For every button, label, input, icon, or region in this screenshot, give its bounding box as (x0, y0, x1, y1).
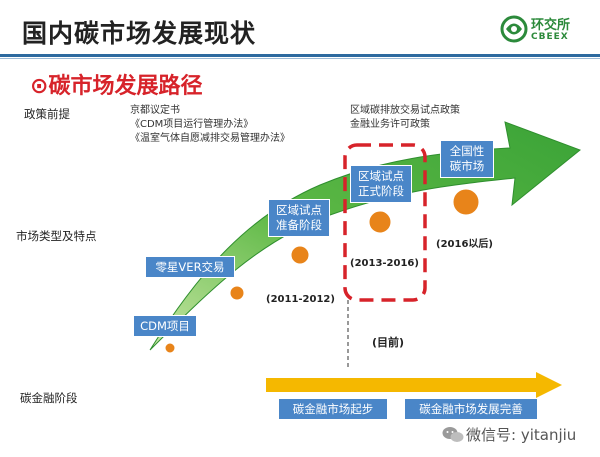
brand-name-en: CBEEX (531, 32, 569, 42)
policy-note-left: 京都议定书 《CDM项目运行管理办法》 《温室气体自愿减排交易管理办法》 (130, 104, 290, 146)
subtitle-text: 碳市场发展路径 (48, 74, 203, 99)
policy-note-line: 《温室气体自愿减排交易管理办法》 (130, 133, 290, 144)
stage-dot-ver (229, 285, 245, 301)
current-stage-frame (343, 143, 427, 302)
stage-dot-pilot-prep (290, 245, 310, 265)
stage-dot-national (452, 188, 480, 216)
policy-note-line: 金融业务许可政策 (350, 119, 430, 130)
row-label-finance: 碳金融阶段 (20, 391, 78, 405)
current-indicator-line (347, 300, 349, 370)
stage-period-national: (2016以后) (436, 239, 493, 250)
cbeex-logo-icon (500, 15, 528, 43)
stage-dot-cdm (164, 342, 176, 354)
policy-note-right: 区域碳排放交易试点政策 金融业务许可政策 (350, 104, 460, 132)
row-label-market: 市场类型及特点 (16, 229, 97, 243)
stage-period-pilot-prep: (2011-2012) (266, 294, 335, 305)
subtitle-bullet-icon: ⊙ (30, 74, 49, 99)
section-subtitle: ⊙碳市场发展路径 (30, 68, 202, 100)
brand-name-cn: 环交所 (531, 18, 571, 33)
stage-pilot-formal-box: 区域试点 正式阶段 (350, 165, 412, 203)
stage-ver-box: 零星VER交易 (145, 256, 235, 278)
wechat-icon (442, 427, 464, 442)
title-rule-thin (0, 58, 600, 59)
row-label-policy: 政策前提 (24, 107, 70, 121)
finance-stage-start: 碳金融市场起步 (278, 398, 388, 420)
policy-note-line: 《CDM项目运行管理办法》 (130, 119, 254, 130)
stage-period-pilot-formal: (2013-2016) (350, 258, 419, 269)
finance-stage-mature: 碳金融市场发展完善 (404, 398, 538, 420)
policy-note-line: 京都议定书 (130, 105, 180, 116)
slide-title: 国内碳市场发展现状 (22, 19, 257, 48)
stage-dot-pilot-formal (368, 210, 392, 234)
policy-note-line: 区域碳排放交易试点政策 (350, 105, 460, 116)
stage-cdm-box: CDM项目 (133, 315, 197, 337)
growth-arrow-shape (149, 121, 581, 351)
stage-pilot-prep-box: 区域试点 准备阶段 (268, 199, 330, 237)
current-marker-label: (目前) (372, 336, 405, 349)
title-rule (0, 54, 600, 57)
watermark-text: 微信号: yitanjiu (466, 426, 577, 444)
stage-national-box: 全国性 碳市场 (440, 140, 494, 178)
finance-arrow (266, 372, 562, 398)
